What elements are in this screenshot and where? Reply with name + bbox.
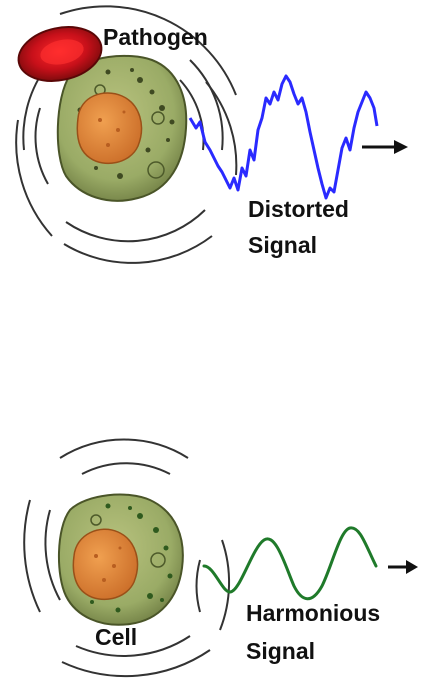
harmonious-label-line2: Signal: [246, 638, 316, 664]
harmonious-signal-wave: [202, 526, 378, 601]
right-arrow-icon: [362, 140, 408, 154]
top-signal-rings: [15, 5, 238, 264]
harmonious-label-line1: Harmonious: [246, 600, 381, 626]
distorted-group: [15, 5, 408, 264]
bottom-signal-rings: [23, 438, 231, 678]
cell-label: Cell: [95, 624, 138, 650]
pathogen-label: Pathogen: [103, 24, 208, 50]
distorted-label-line2: Signal: [248, 232, 318, 258]
distorted-signal-wave: [188, 74, 379, 200]
harmonious-group: [23, 438, 418, 678]
pathogen-cell: [17, 26, 103, 82]
top-cell: [56, 54, 188, 202]
right-arrow-icon: [388, 560, 418, 574]
healthy-cell: [58, 493, 184, 626]
distorted-label-line1: Distorted: [248, 196, 349, 222]
